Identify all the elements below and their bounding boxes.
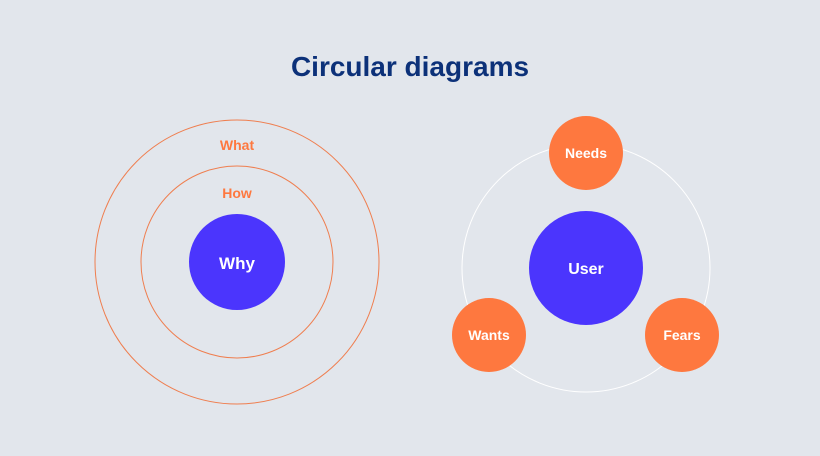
middle-ring-label: How xyxy=(222,185,252,201)
fears-label: Fears xyxy=(663,327,701,343)
user-circle xyxy=(529,211,643,325)
outer-ring xyxy=(94,119,380,405)
middle-ring xyxy=(140,165,334,359)
outer-ring-label: What xyxy=(220,137,255,153)
wants-label: Wants xyxy=(468,327,510,343)
fears-circle xyxy=(645,298,719,372)
core-label: Why xyxy=(219,254,255,273)
needs-circle xyxy=(549,116,623,190)
needs-label: Needs xyxy=(565,145,607,161)
page-title: Circular diagrams xyxy=(290,51,530,82)
wants-circle xyxy=(452,298,526,372)
core-circle xyxy=(189,214,285,310)
golden-circle-diagram: What How Why xyxy=(94,119,380,405)
user-label: User xyxy=(568,261,604,278)
user-orbit-diagram: User Needs Wants Fears xyxy=(452,116,719,393)
